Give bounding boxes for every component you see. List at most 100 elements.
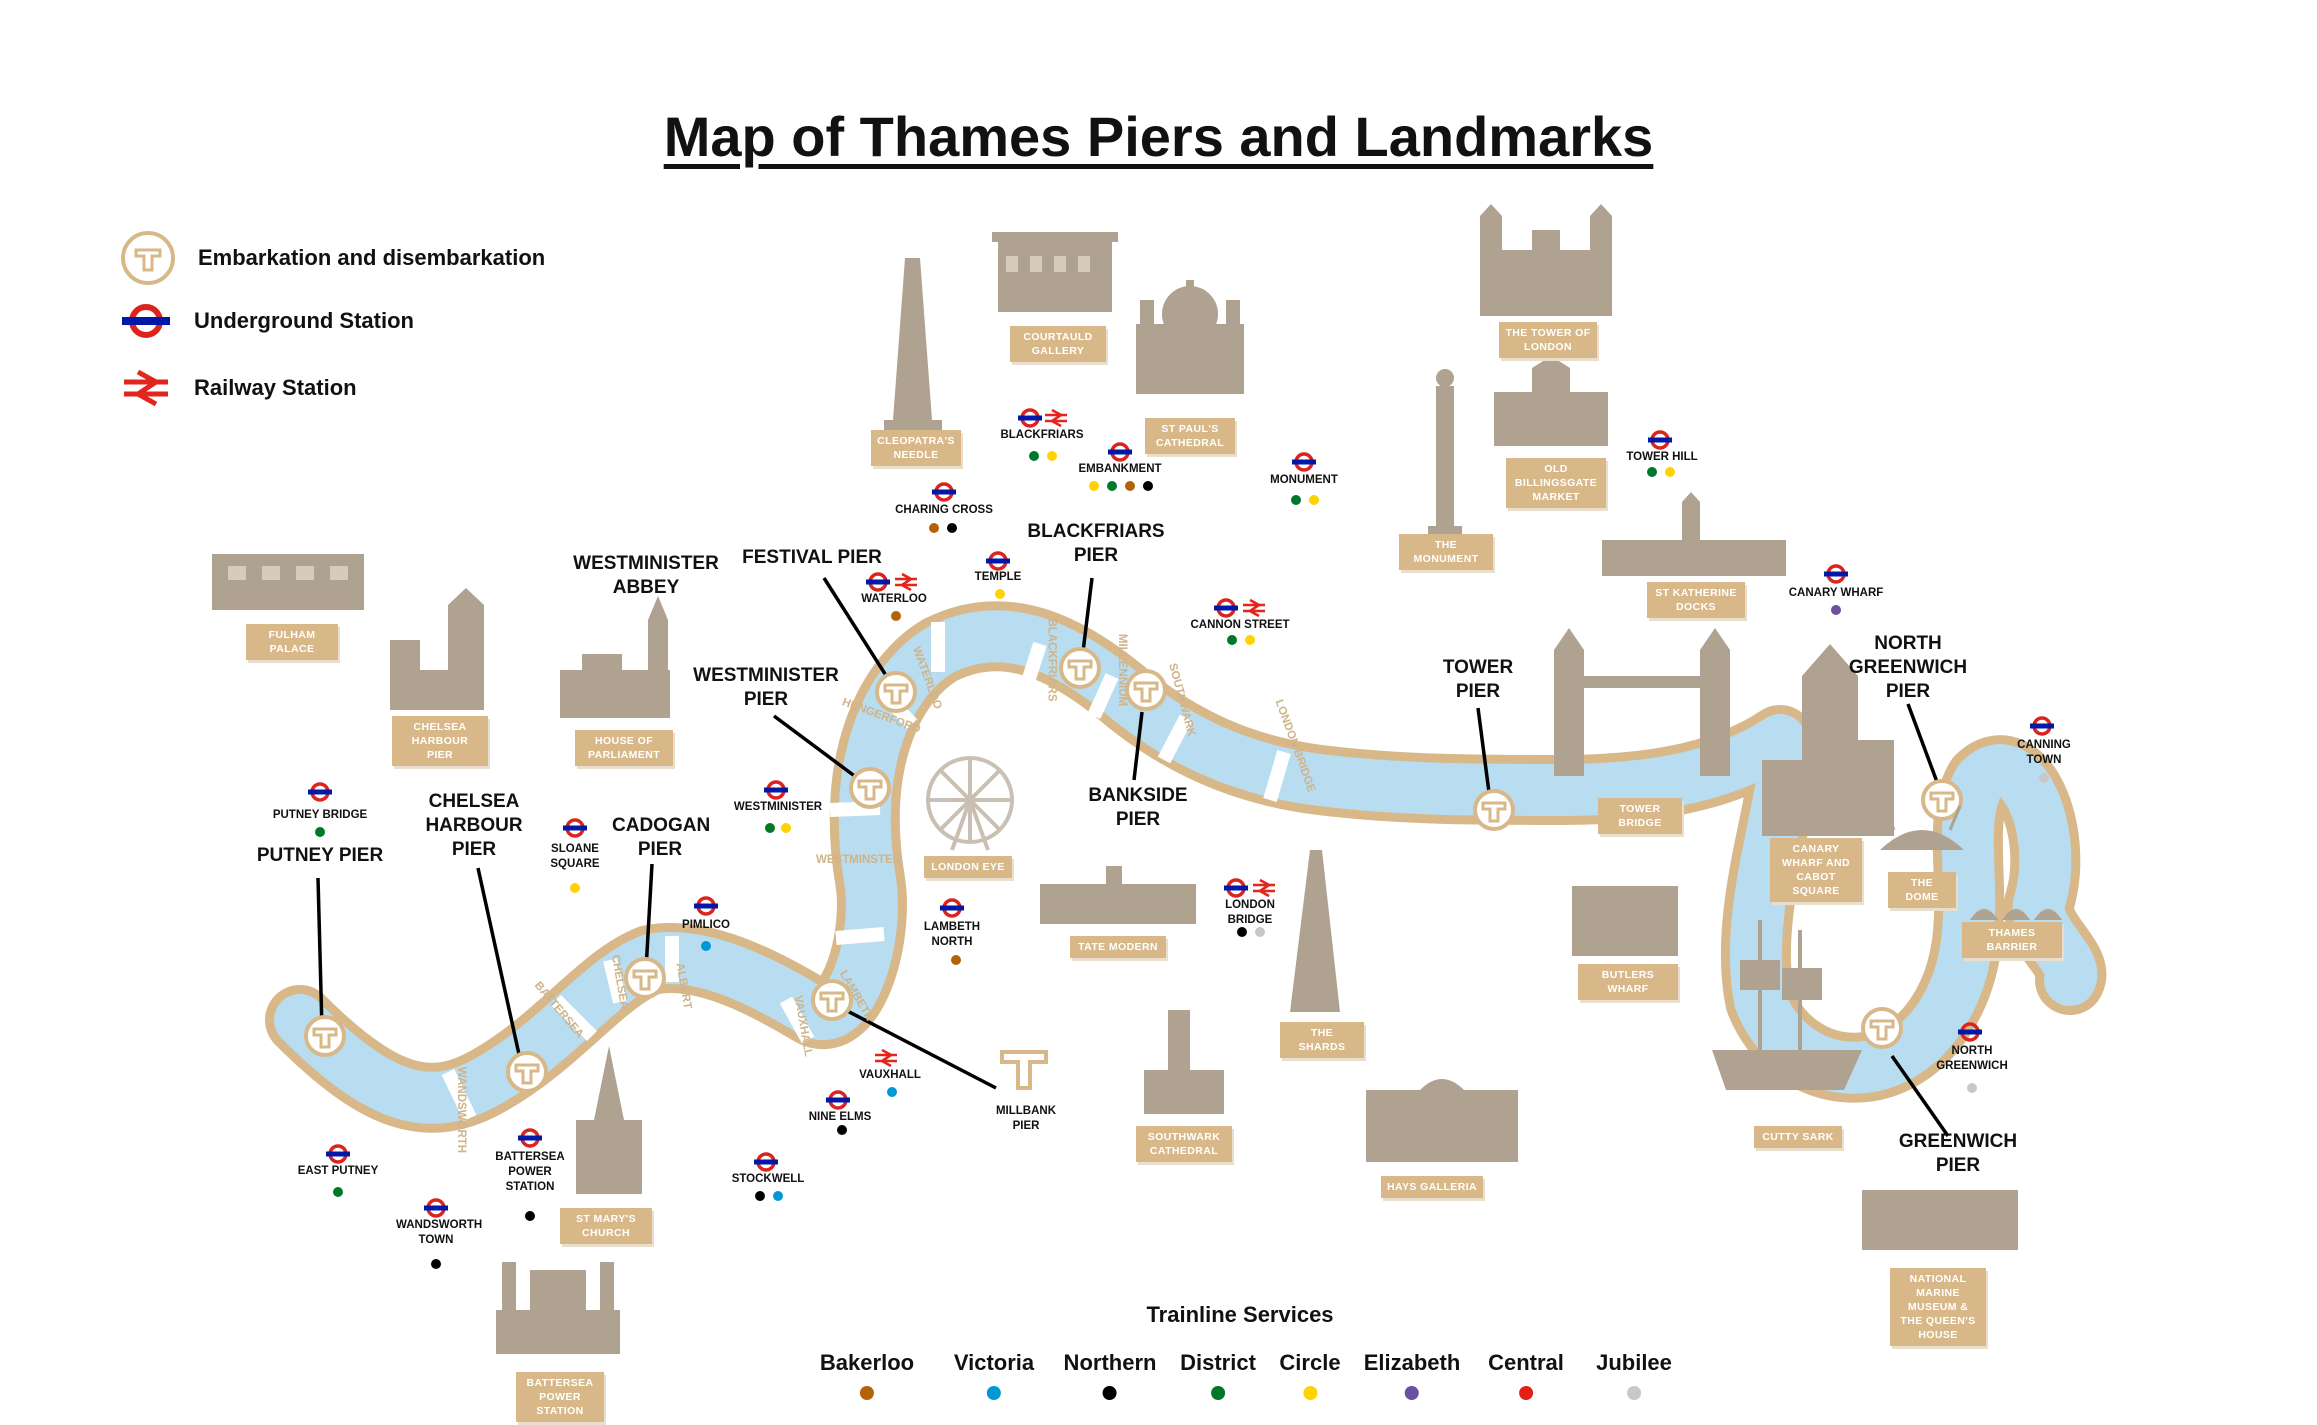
rail-icon-waterloo[interactable]: [893, 572, 919, 592]
dot-london-bridge-jubilee: [1255, 927, 1265, 937]
station-icon-sloane-square[interactable]: [561, 818, 589, 838]
station-label-vauxhall: VAUXHALL: [859, 1069, 921, 1081]
dot-temple-circle: [995, 589, 1005, 599]
landmark-the-dome: THE DOME: [1888, 872, 1956, 908]
station-icon-stockwell[interactable]: [752, 1152, 780, 1172]
bridge-gap-southwark: [1157, 714, 1193, 764]
house-of-parliament-icon: [560, 596, 670, 718]
national-maritime-icon: [1862, 1190, 2018, 1250]
station-icon-canary-wharf[interactable]: [1822, 564, 1850, 584]
service-name-elizabeth: Elizabeth: [1363, 1350, 1461, 1375]
bridge-gap-wandsworth: [441, 1068, 477, 1122]
station-icon-monument[interactable]: [1290, 452, 1318, 472]
rail-icon-vauxhall[interactable]: [873, 1048, 899, 1068]
bridge-gap-battersea: [551, 995, 597, 1041]
underground-icon: [122, 304, 170, 338]
landmark-the-shards: THE SHARDS: [1280, 1022, 1364, 1058]
station-icon-putney-bridge[interactable]: [306, 782, 334, 802]
dot-blackfriars-district: [1029, 451, 1039, 461]
pier-icon-blackfriars[interactable]: [1059, 647, 1101, 689]
service-dot-northern: [1102, 1386, 1117, 1400]
st-marys-icon: [576, 1046, 642, 1194]
st-pauls-icon: [1136, 280, 1244, 394]
pier-icon-westminster[interactable]: [849, 767, 891, 809]
dot-canary-elizabeth: [1831, 605, 1841, 615]
pier-icon-chelsea-harbour[interactable]: [506, 1051, 548, 1093]
station-icon-westminster[interactable]: [762, 780, 790, 800]
station-icon-nine-elms[interactable]: [824, 1090, 852, 1110]
rail-icon-london-bridge[interactable]: [1251, 878, 1277, 898]
service-dot-elizabeth: [1404, 1386, 1419, 1400]
station-icon-cannon-street[interactable]: [1212, 598, 1240, 618]
tower-bridge-icon: [1554, 628, 1730, 776]
station-label-london-bridge: LONDON BRIDGE: [1225, 899, 1275, 926]
station-label-battersea-power-station: BATTERSEA POWER STATION: [495, 1151, 565, 1193]
battersea-power-icon: [496, 1262, 620, 1354]
dot-nine-elms-northern: [837, 1125, 847, 1135]
station-label-canary-wharf: CANARY WHARF: [1788, 587, 1884, 599]
station-label-waterloo: WATERLOO: [861, 593, 927, 605]
dot-embankment-bakerloo: [1125, 481, 1135, 491]
station-icon-embankment[interactable]: [1106, 442, 1134, 462]
legend-pier: Embarkation and disembarkation: [120, 230, 545, 286]
station-icon-canning-town[interactable]: [2028, 716, 2056, 736]
landmark-thames-barrier: THAMES BARRIER: [1962, 922, 2062, 958]
landmark-courtauld-gallery: COURTAULD GALLERY: [1010, 326, 1106, 362]
st-katherine-docks-icon: [1602, 492, 1786, 576]
pier-icon-festival[interactable]: [875, 671, 917, 713]
station-line-dots: [315, 451, 2049, 1269]
service-dot-circle: [1303, 1386, 1317, 1400]
rail-icon-cannon-street[interactable]: [1241, 598, 1267, 618]
landmark-national-maritime: NATIONAL MARINE MUSEUM & THE QUEEN'S HOU…: [1890, 1268, 1986, 1346]
canary-wharf-icon: [1762, 644, 1894, 836]
pier-icon-cadogan[interactable]: [624, 957, 666, 999]
station-icon-lambeth-north[interactable]: [938, 898, 966, 918]
landmark-cleopatras-needle: CLEOPATRA'S NEEDLE: [871, 430, 961, 466]
station-label-putney-bridge: PUTNEY BRIDGE: [272, 809, 368, 821]
landmark-chelsea-harbour-pier: CHELSEA HARBOUR PIER: [392, 716, 488, 766]
dot-embankment-circle: [1089, 481, 1099, 491]
bridge-gap-millennium: [1087, 673, 1119, 719]
pier-label-tower: TOWER PIER: [1442, 657, 1514, 702]
station-icon-waterloo[interactable]: [864, 572, 892, 592]
station-icon-tower-hill[interactable]: [1646, 430, 1674, 450]
station-icon-pimlico[interactable]: [692, 896, 720, 916]
pier-icon-bankside[interactable]: [1125, 669, 1167, 711]
pier-icon-north-greenwich[interactable]: [1921, 779, 1963, 821]
dot-waterloo-bakerloo: [891, 611, 901, 621]
pier-label-westminster: WESTMINISTER PIER: [693, 665, 839, 710]
rail-icon-blackfriars[interactable]: [1043, 408, 1069, 428]
dot-battersea-northern: [525, 1211, 535, 1221]
station-icon-blackfriars[interactable]: [1016, 408, 1044, 428]
pier-icon-greenwich[interactable]: [1861, 1007, 1903, 1049]
connector-blackfriars: [1080, 577, 1094, 661]
pier-icon-putney[interactable]: [304, 1015, 346, 1057]
pier-connector-lines: [316, 577, 1950, 1138]
pier-icon-millbank[interactable]: [1000, 1050, 1048, 1090]
dot-charing-bakerloo: [929, 523, 939, 533]
legend-railway: Railway Station: [120, 370, 357, 406]
station-icon-london-bridge[interactable]: [1222, 878, 1250, 898]
bridge-label-millennium: MILLENNIUM: [1116, 633, 1129, 707]
station-icon-battersea-power-station[interactable]: [516, 1128, 544, 1148]
pier-label-bankside: BANKSIDE PIER: [1088, 785, 1188, 830]
southwark-cathedral-icon: [1144, 1010, 1224, 1114]
landmark-southwark-cathedral: SOUTHWARK CATHEDRAL: [1136, 1126, 1232, 1162]
buildings: [212, 204, 2062, 1354]
landmark-cutty-sark: CUTTY SARK: [1754, 1126, 1842, 1148]
station-icon-charing-cross[interactable]: [930, 482, 958, 502]
station-icon-temple[interactable]: [984, 551, 1012, 571]
cleopatras-needle-icon: [884, 258, 942, 430]
dot-east-putney-district: [333, 1187, 343, 1197]
station-label-sloane-square: SLOANE SQUARE: [550, 843, 600, 870]
service-name-central: Central: [1488, 1350, 1564, 1375]
station-icon-east-putney[interactable]: [324, 1144, 352, 1164]
pier-icon-tower[interactable]: [1473, 789, 1515, 831]
services-title: Trainline Services: [1146, 1302, 1334, 1327]
railway-icon: [124, 370, 168, 406]
station-label-lambeth-north: LAMBETH NORTH: [923, 921, 981, 948]
station-icon-wandsworth-town[interactable]: [422, 1198, 450, 1218]
tate-modern-icon: [1040, 866, 1196, 924]
station-label-stockwell: STOCKWELL: [731, 1173, 805, 1185]
connector-north-greenwich: [1906, 703, 1942, 791]
